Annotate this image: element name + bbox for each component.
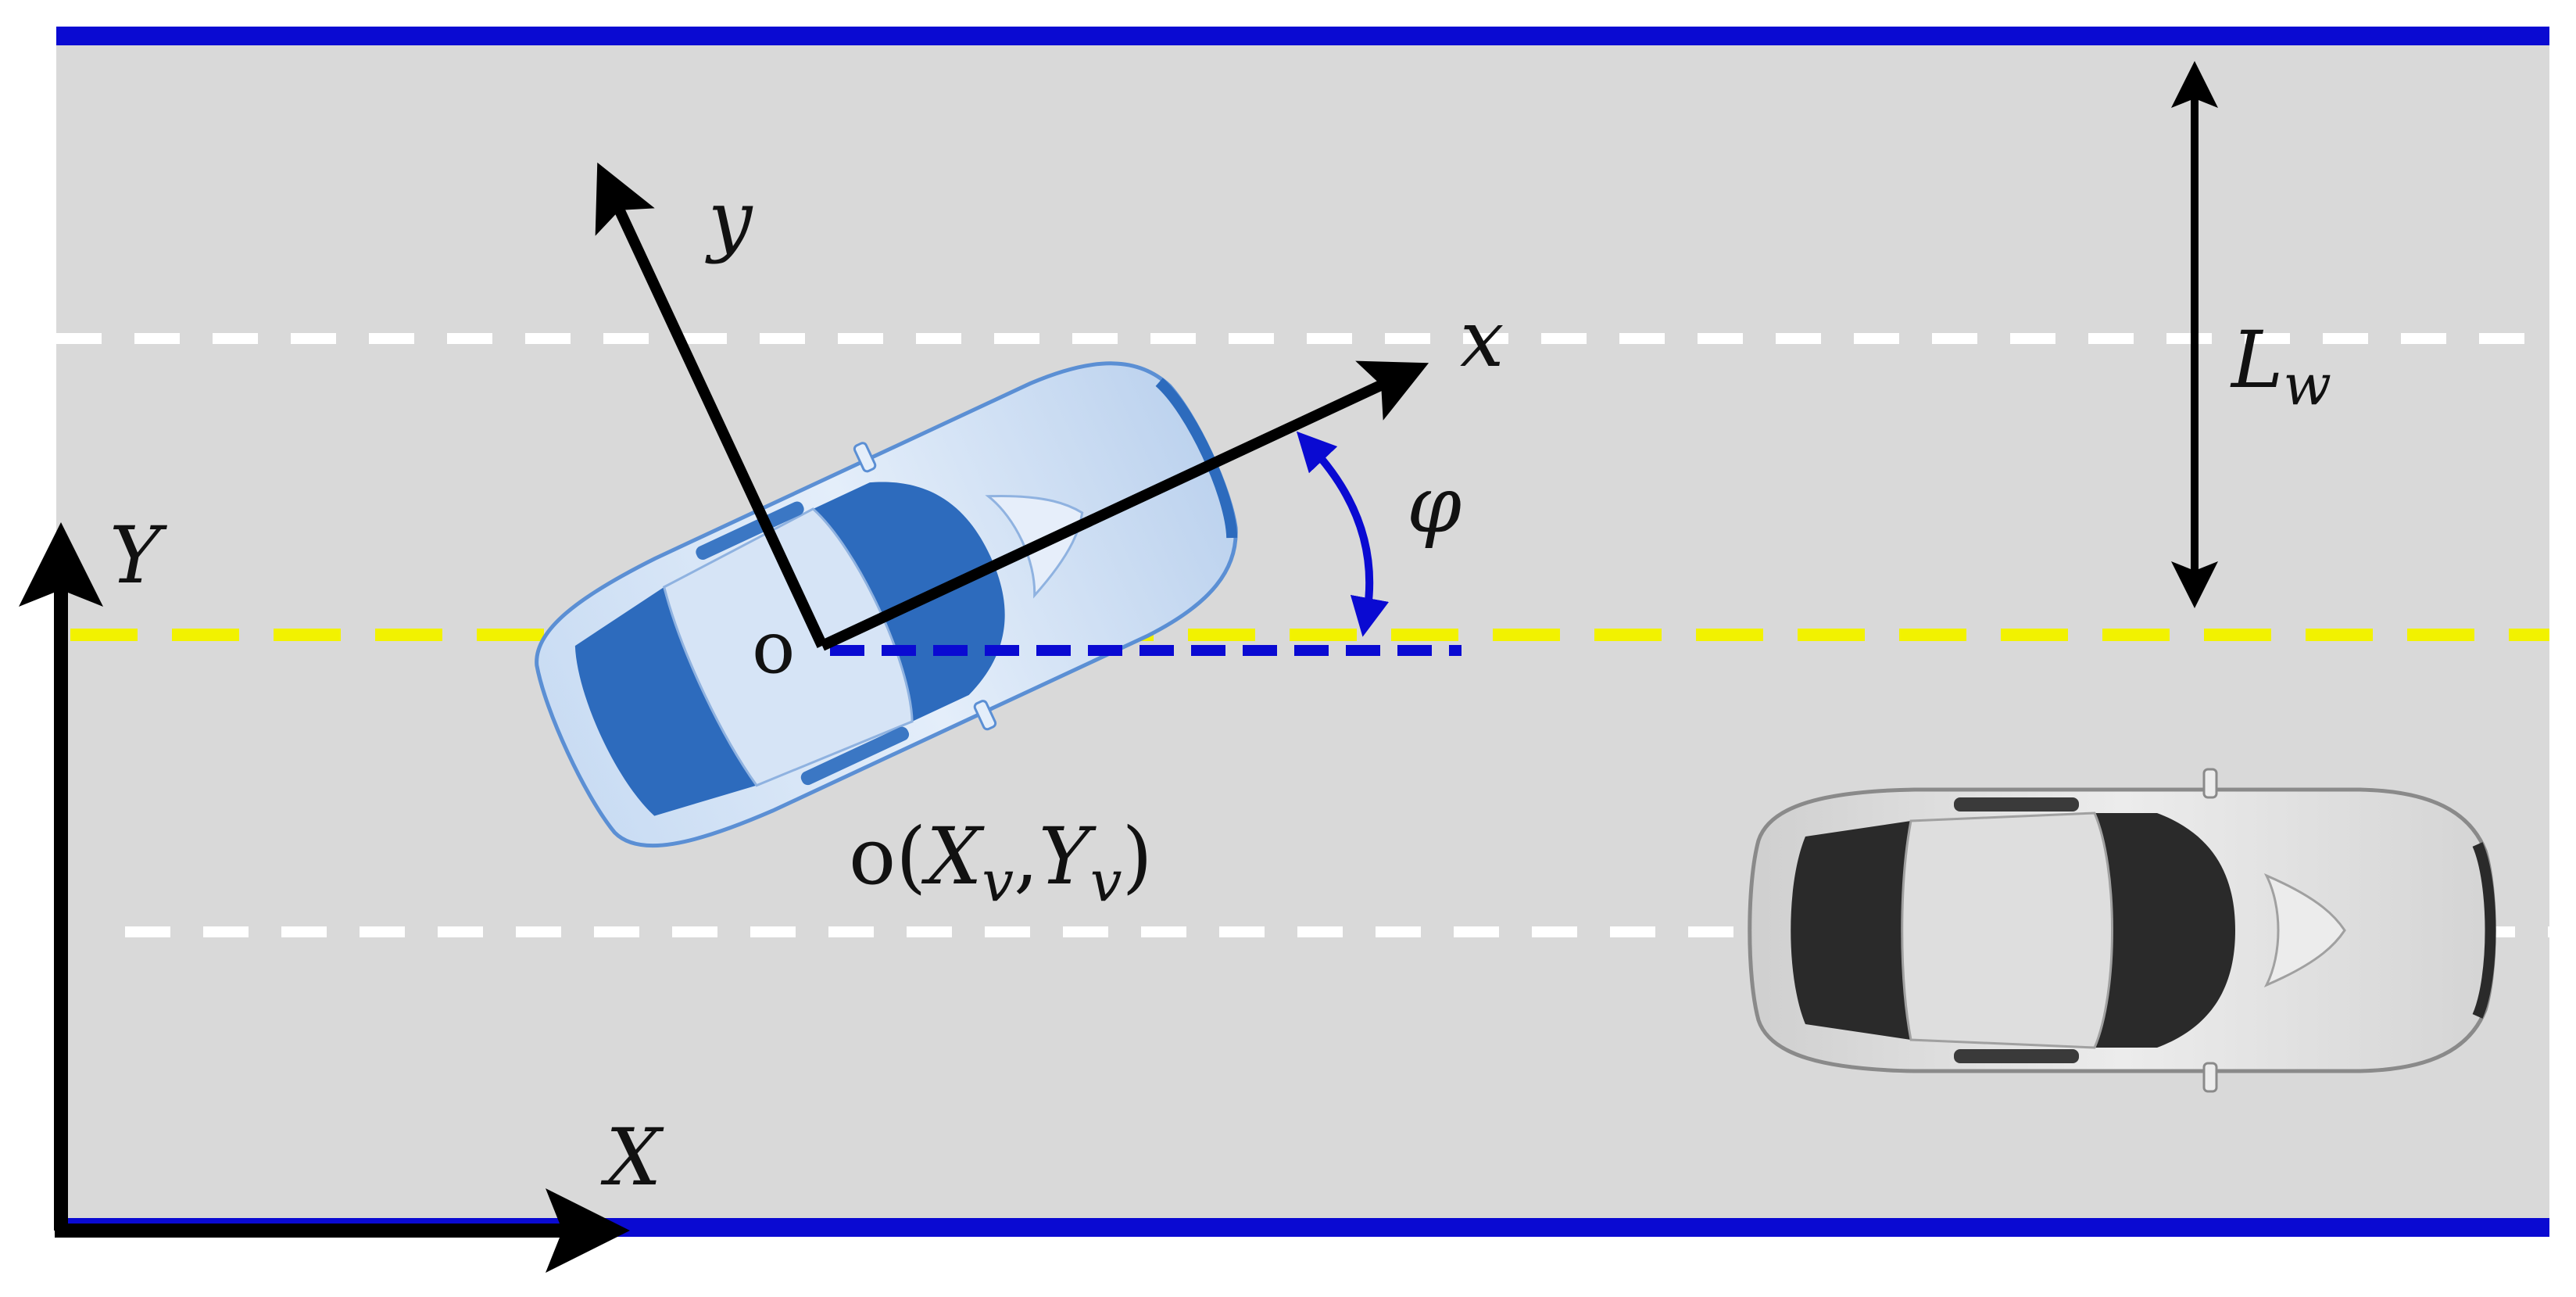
- ego-front-bumper: [1155, 378, 1238, 539]
- other-side-window-top: [1954, 797, 2079, 812]
- lane-width-label-main: L: [2230, 314, 2283, 406]
- ego-rear-window: [574, 586, 757, 816]
- origin-coordinate-suffix: ): [1122, 811, 1153, 902]
- vehicle-y-axis-label: y: [705, 174, 753, 265]
- origin-coordinate-label: o(Xv,Yv): [849, 811, 1153, 914]
- other-front-bumper: [2472, 842, 2496, 1019]
- ego-mirror-top: [853, 442, 877, 473]
- vehicle-x-axis: [820, 360, 1429, 651]
- heading-angle-arc: [1296, 431, 1390, 637]
- ego-side-window-top: [696, 501, 804, 560]
- vehicle-y-axis: [595, 162, 828, 648]
- other-hood-accent: [2263, 873, 2346, 987]
- other-mirror-top: [2202, 768, 2218, 799]
- origin-label: o: [752, 606, 795, 690]
- other-rear-window: [1791, 821, 1911, 1040]
- other-mirror-bottom: [2202, 1062, 2218, 1093]
- other-front-window: [2095, 813, 2235, 1048]
- ego-side-window-bottom: [800, 726, 910, 786]
- ego-roof: [662, 507, 914, 787]
- ego-vehicle: [535, 361, 1238, 848]
- global-x-axis-label: X: [600, 1112, 664, 1203]
- lane-width-label: Lw: [2230, 314, 2331, 417]
- origin-coordinate-sep: ,: [1014, 811, 1039, 902]
- origin-coordinate-x-sub: v: [982, 848, 1014, 914]
- lane-width-label-sub: w: [2283, 352, 2331, 417]
- other-roof: [1901, 812, 2113, 1049]
- other-side-window-bottom: [1954, 1049, 2079, 1063]
- global-y-axis-label: Y: [109, 510, 167, 601]
- vehicle-x-axis-label: x: [1460, 293, 1504, 385]
- other-vehicle: [1748, 768, 2496, 1093]
- origin-coordinate-y-sub: v: [1090, 848, 1122, 914]
- heading-angle-label: φ: [1407, 459, 1462, 550]
- ego-mirror-bottom: [973, 700, 997, 731]
- origin-coordinate-prefix: o(: [849, 811, 926, 902]
- origin-coordinate-x: X: [921, 811, 985, 902]
- origin-coordinate-y: Y: [1039, 811, 1097, 902]
